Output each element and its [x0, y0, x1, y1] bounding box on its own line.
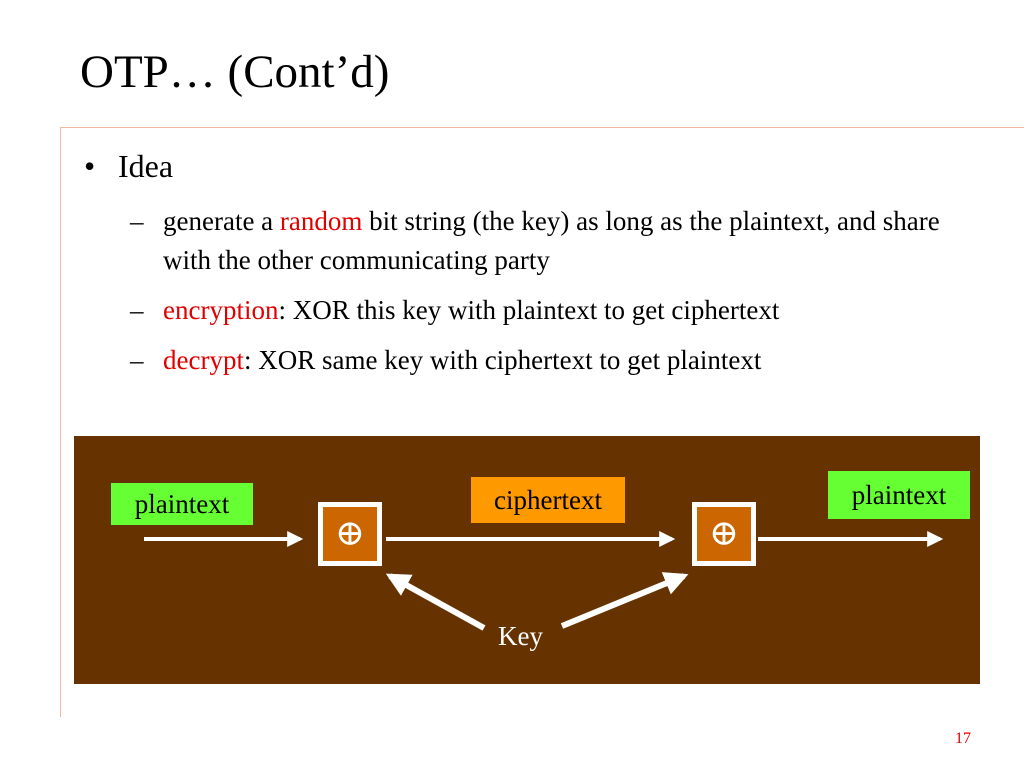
text-run: : XOR same key with ciphertext to get pl… — [243, 345, 762, 375]
sub-bullet-decrypt: – decrypt: XOR same key with ciphertext … — [130, 341, 950, 380]
sub-bullet-generate: – generate a random bit string (the key)… — [130, 202, 950, 280]
sub-bullet-encryption: – encryption: XOR this key with plaintex… — [130, 291, 950, 330]
highlight-term: encryption — [163, 295, 279, 325]
sub-bullet-marker: – — [130, 345, 144, 375]
text-run: bit string (the key) as long as the plai… — [163, 206, 940, 275]
otp-diagram: plaintext ciphertext plaintext ⊕ ⊕ Key — [74, 436, 980, 684]
slide-title: OTP… (Cont’d) — [80, 46, 390, 98]
title-divider — [60, 127, 1024, 128]
sub-bullet-marker: – — [130, 295, 144, 325]
diagram-arrows — [144, 531, 944, 631]
sub-bullet-text: encryption: XOR this key with plaintext … — [163, 291, 950, 330]
highlight-term: decrypt — [163, 345, 244, 375]
highlight-term: random — [279, 206, 363, 236]
key-label: Key — [498, 621, 543, 651]
bullet-marker: • — [84, 148, 96, 184]
bullet-text: Idea — [118, 148, 174, 184]
plaintext-output-label: plaintext — [828, 471, 970, 519]
plaintext-input-label: plaintext — [111, 483, 253, 525]
text-run: : XOR this key with plaintext to get cip… — [278, 295, 780, 325]
xor-decrypt-box: ⊕ — [692, 502, 756, 566]
xor-encrypt-box: ⊕ — [318, 502, 382, 566]
page-number: 17 — [955, 730, 971, 747]
ciphertext-label: ciphertext — [471, 477, 625, 523]
sub-bullet-marker: – — [130, 206, 144, 236]
arrow-key-to-xor2 — [560, 572, 689, 629]
text-run: generate a — [163, 206, 280, 236]
arrow-key-to-xor1 — [385, 573, 486, 631]
sub-bullet-text: decrypt: XOR same key with ciphertext to… — [163, 341, 950, 380]
sub-bullet-text: generate a random bit string (the key) a… — [163, 202, 950, 280]
bullet-list: • Idea – generate a random bit string (t… — [84, 148, 950, 380]
left-divider — [60, 127, 61, 717]
